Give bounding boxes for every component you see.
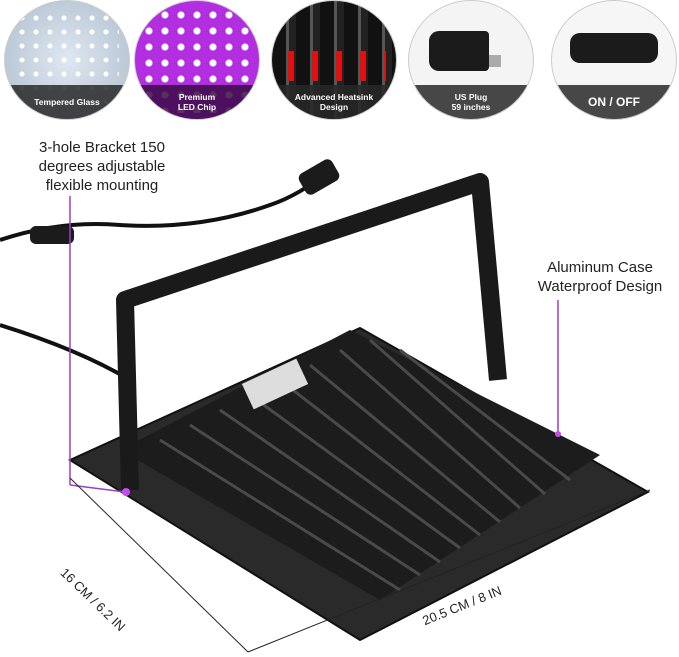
callout-line: Waterproof Design <box>537 278 663 295</box>
callout-line: 3-hole Bracket 150 <box>39 139 165 156</box>
heatsink-fins <box>159 338 571 592</box>
feature-label: Premium <box>178 92 216 102</box>
feature-label: ON / OFF <box>588 95 640 109</box>
plug-icon <box>429 31 489 71</box>
case-callout: Aluminum Case Waterproof Design <box>520 258 679 296</box>
callout-line: flexible mounting <box>45 177 159 194</box>
feature-label-2: 59 inches <box>451 102 491 112</box>
feature-label: Tempered Glass <box>34 97 100 107</box>
heatsink-body <box>120 330 600 600</box>
callout-line: Aluminum Case <box>547 259 653 276</box>
plug <box>298 159 340 195</box>
feature-label: US Plug <box>454 92 488 102</box>
inline-switch <box>30 226 74 244</box>
switch-icon <box>570 33 658 63</box>
callout-line: degrees adjustable <box>38 158 166 175</box>
label-sticker <box>241 358 309 410</box>
feature-tempered-glass: Tempered Glass <box>4 0 130 120</box>
feature-on-off: ON / OFF <box>551 0 677 120</box>
mounting-bracket <box>116 173 507 491</box>
feature-label-2: Design <box>319 102 349 112</box>
feature-label-2: LED Chip <box>177 102 217 112</box>
heatsink-icon <box>282 51 386 81</box>
feature-label: Advanced Heatsink <box>294 92 374 102</box>
bracket-callout: 3-hole Bracket 150 degrees adjustable fl… <box>12 138 192 195</box>
